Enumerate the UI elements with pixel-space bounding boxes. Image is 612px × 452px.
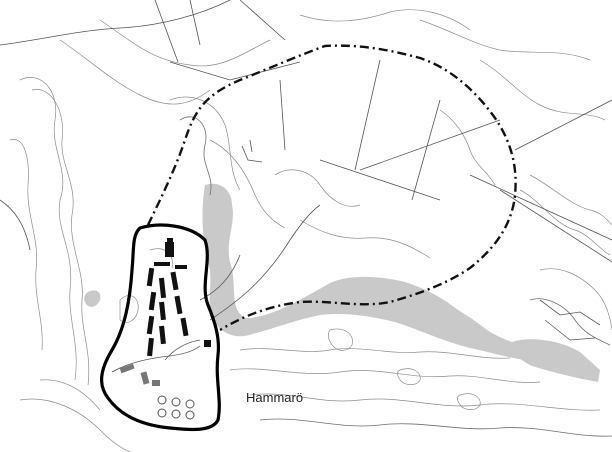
road-line (411, 99, 441, 201)
building (204, 340, 211, 347)
parking-pads (157, 395, 195, 420)
contour-line (9, 139, 43, 351)
road-line (164, 339, 201, 361)
contour-line (439, 109, 496, 186)
road-line (0, 0, 231, 46)
road-line (241, 145, 263, 163)
contour-line (529, 174, 612, 226)
building (174, 295, 183, 315)
building (154, 262, 170, 266)
water-pond-small (205, 223, 217, 235)
contour-lines (9, 9, 612, 452)
road-line (359, 119, 501, 171)
contour-line (169, 96, 241, 191)
water-bay-right (511, 339, 600, 382)
contour-line (19, 398, 131, 452)
contour-line (99, 19, 271, 67)
pad-marker (171, 397, 181, 407)
contour-line (31, 89, 90, 386)
pad-marker (171, 409, 181, 419)
building (140, 371, 150, 385)
solid-project-boundary (100, 223, 221, 432)
building (146, 267, 155, 287)
building (147, 337, 154, 357)
building (170, 271, 179, 291)
contour-line (239, 348, 511, 359)
pad-marker (185, 410, 195, 420)
road-line (239, 0, 286, 41)
road-line (319, 159, 441, 201)
roads (0, 0, 612, 341)
contour-line (397, 368, 421, 385)
building (146, 315, 155, 335)
water-pond-left (84, 290, 101, 307)
road-line (0, 199, 31, 251)
road-line (539, 299, 601, 326)
building (167, 238, 173, 244)
contour-line (59, 39, 211, 105)
pad-marker (157, 395, 167, 405)
buildings (111, 238, 211, 386)
water-body-river (202, 183, 540, 362)
road-line (354, 59, 381, 171)
building (159, 325, 166, 345)
contour-line (259, 418, 612, 437)
contour-line (299, 219, 431, 259)
road-line (279, 79, 286, 151)
contour-line (249, 393, 601, 411)
road-line (499, 189, 612, 263)
road-line (249, 139, 253, 153)
water-areas (84, 183, 600, 382)
contour-line (209, 139, 286, 229)
contour-line (519, 189, 611, 256)
contour-line (299, 9, 471, 31)
contour-line (229, 368, 541, 383)
road-line (111, 345, 201, 373)
road-line (169, 61, 301, 81)
building (158, 277, 167, 299)
building (119, 363, 135, 374)
building (180, 317, 189, 337)
pad-marker (185, 399, 195, 409)
contour-line (479, 59, 606, 121)
contour-line (539, 268, 612, 331)
dashed-planning-boundary (146, 44, 517, 332)
building (152, 380, 160, 386)
road-line (544, 319, 596, 341)
road-line (469, 174, 612, 241)
place-label-hammaro: Hammarö (246, 390, 303, 405)
contour-line (529, 298, 611, 346)
contour-line (327, 328, 353, 351)
building (165, 242, 174, 257)
contour-line (457, 393, 481, 410)
building (175, 265, 187, 269)
contour-line (19, 77, 77, 381)
pad-marker (157, 408, 167, 418)
road-line (189, 0, 201, 46)
road-line (154, 0, 179, 63)
building (159, 301, 166, 321)
contour-line (179, 116, 212, 196)
contour-line (39, 379, 101, 411)
contour-line (419, 19, 591, 61)
contour-line (274, 169, 361, 207)
road-line (514, 99, 612, 151)
building (148, 291, 157, 311)
road-line (209, 204, 321, 321)
